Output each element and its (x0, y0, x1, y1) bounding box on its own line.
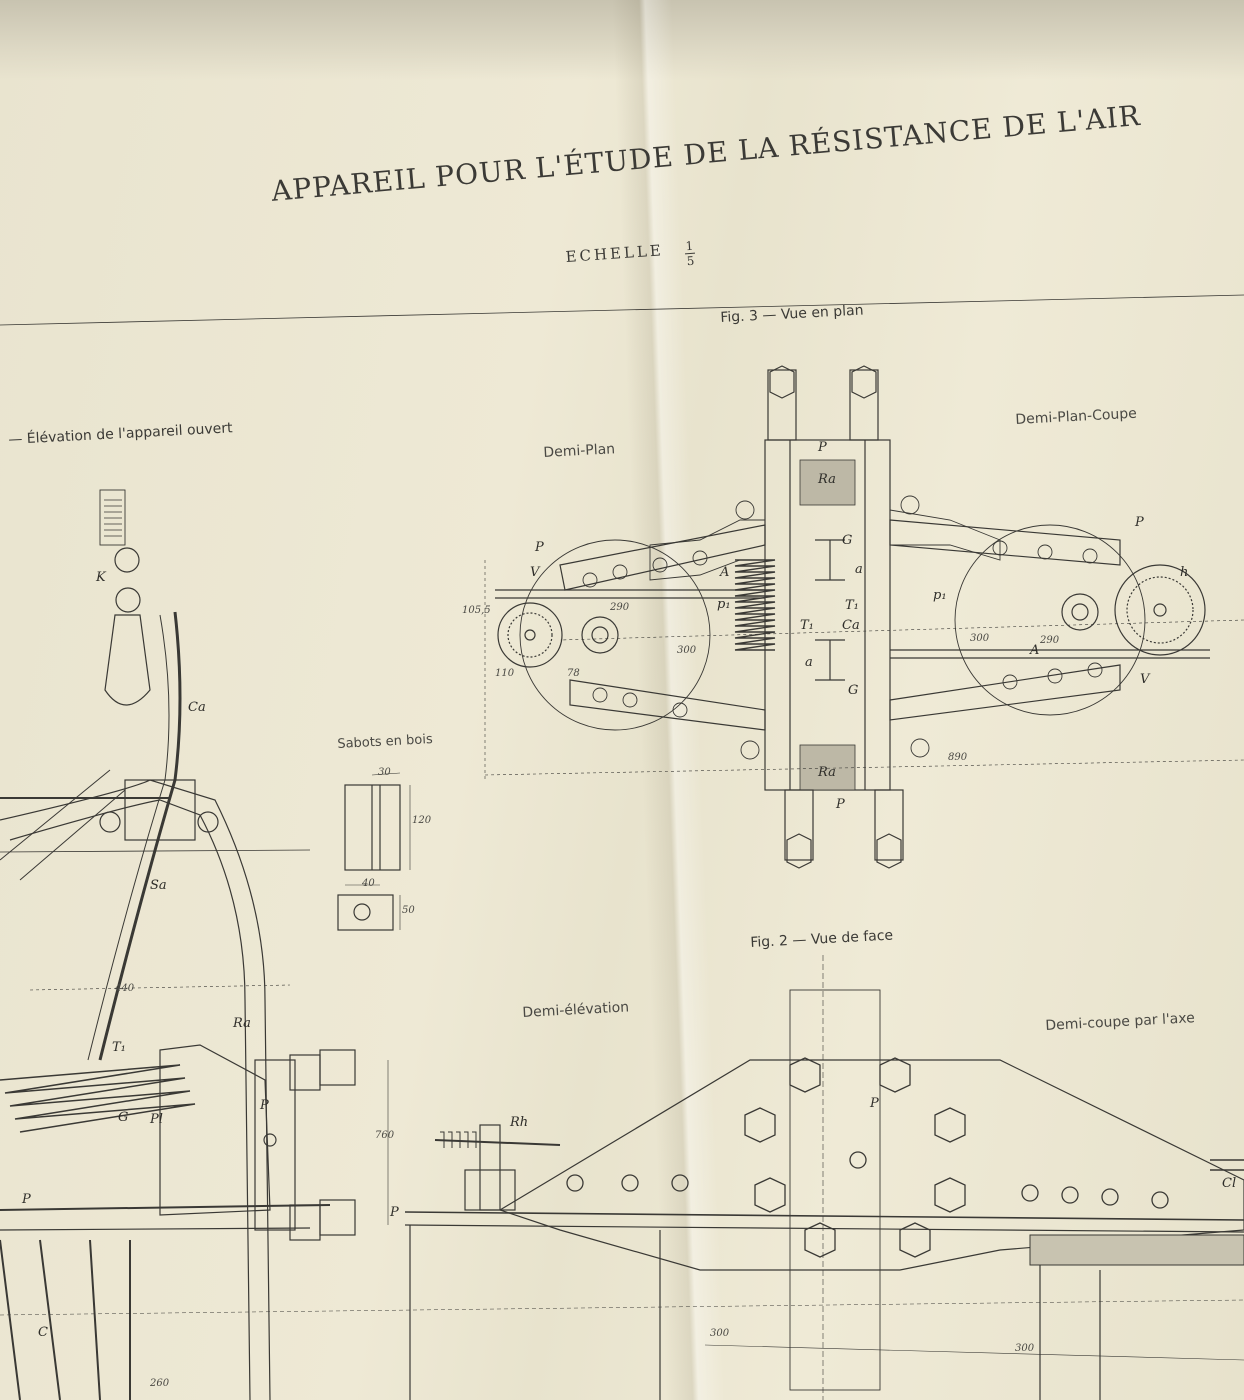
label-v-right: V (1140, 672, 1150, 687)
dim-290-left: 290 (610, 602, 630, 613)
dim-sabot-side2: 50 (402, 905, 415, 916)
dim-890: 890 (948, 752, 968, 763)
front-bolts (566, 1057, 1169, 1258)
label-p-face: P (870, 1096, 879, 1111)
scale-fraction: 1 5 (684, 238, 696, 269)
label-sa: Sa (150, 878, 167, 893)
label-g-bot: G (848, 683, 859, 698)
label-g-left: G (118, 1110, 129, 1125)
dim-290-right: 290 (1040, 635, 1060, 646)
label-cl: Cl (1222, 1176, 1237, 1191)
label-t1-mid: T₁ (800, 618, 814, 633)
dim-sabot-mid: 40 (362, 878, 375, 889)
label-p-face-left: P (390, 1205, 399, 1220)
bolt-nut (786, 833, 812, 869)
sheet-top-edge (0, 0, 1244, 80)
arm-bolts (582, 495, 1103, 760)
label-t1-top: T₁ (845, 598, 859, 613)
cable-ca (98, 611, 182, 1061)
right-gear (1114, 564, 1206, 656)
dim-440: 440 (115, 983, 135, 994)
label-ca-left: Ca (188, 700, 206, 715)
label-p-left1: P (260, 1098, 269, 1113)
label-p-top: P (818, 440, 827, 455)
bolt-nut (769, 365, 795, 399)
fig3-plan-view (484, 365, 1244, 869)
dim-110: 110 (495, 668, 515, 679)
label-p-leftdisc: P (535, 540, 544, 555)
bracket-pl (159, 1044, 271, 1216)
label-ca-mid: Ca (842, 618, 860, 633)
dim-105: 105,5 (462, 605, 491, 616)
label-p1-right: p₁ (933, 588, 947, 603)
dim-sabot-side: 120 (412, 815, 432, 826)
hanger-loop (104, 614, 151, 706)
fig1-elevation (0, 489, 1244, 1400)
sabot-top-view (337, 894, 394, 931)
hook-thread (99, 489, 126, 546)
dim-300-f2: 300 (1015, 1343, 1035, 1354)
label-ra-top: Ra (818, 472, 836, 487)
label-p-left2: P (22, 1192, 31, 1207)
label-p-bot: P (836, 797, 845, 812)
sabots-en-bois (337, 772, 411, 931)
label-pl: Pl (150, 1112, 163, 1127)
label-a-right: A (1030, 643, 1040, 658)
label-p1-left: p₁ (717, 597, 731, 612)
left-disc (519, 539, 711, 731)
dim-300-f1: 300 (710, 1328, 730, 1339)
ra-block-top (799, 459, 856, 506)
label-v-left: V (530, 565, 540, 580)
frame-arm (0, 779, 271, 1400)
label-rh: Rh (510, 1115, 529, 1130)
joint-block-sa (124, 779, 196, 841)
label-g-top: G (842, 533, 853, 548)
label-t1-left: T₁ (112, 1040, 126, 1055)
dim-760: 760 (375, 1130, 395, 1141)
label-ra-bot: Ra (818, 765, 836, 780)
label-ra-left: Ra (233, 1016, 251, 1031)
scale-denominator: 5 (686, 253, 695, 269)
left-arm-bottom (569, 679, 766, 731)
label-a-left: A (720, 565, 730, 580)
header-rule (0, 294, 1244, 326)
label-p-rightdisc: P (1135, 515, 1144, 530)
label-k: K (96, 570, 106, 585)
dim-78: 78 (567, 668, 580, 679)
right-arm-bottom (889, 664, 1121, 721)
label-a-mid: a (805, 655, 813, 670)
dim-260: 260 (150, 1378, 170, 1389)
label-h: h (1180, 565, 1189, 580)
left-gear (497, 602, 563, 668)
label-a-top: a (855, 562, 863, 577)
fig2-front-view (404, 955, 1244, 1400)
dim-300-right: 300 (970, 633, 990, 644)
ra-block-bottom (799, 744, 856, 791)
label-c: C (38, 1325, 48, 1340)
dim-300-left: 300 (677, 645, 697, 656)
lower-spring (0, 1064, 196, 1133)
left-arm-top (559, 524, 766, 591)
bolt-nut (876, 833, 902, 869)
dim-sabot-top: 30 (378, 767, 391, 778)
right-disc (954, 524, 1146, 716)
spring (734, 559, 776, 651)
scale-numerator: 1 (685, 238, 694, 254)
bolt-nut (851, 365, 877, 399)
